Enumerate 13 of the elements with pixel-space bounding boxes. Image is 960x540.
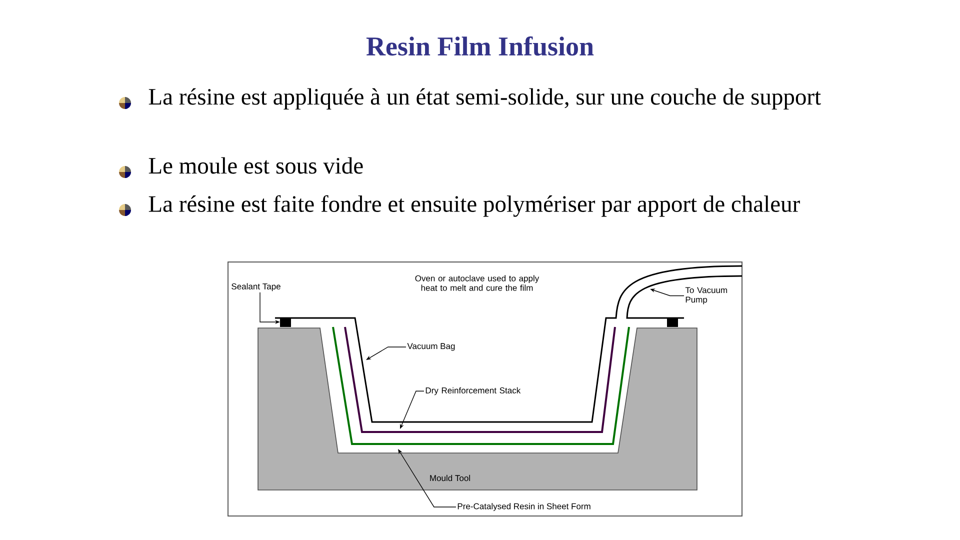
- diagram-label: Oven or autoclave used to apply heat to melt and cure the film: [415, 275, 540, 291]
- callout-label: To Vacuum Pump: [685, 287, 727, 304]
- callout-label: Dry Reinforcement Stack: [426, 387, 521, 396]
- leader-line: [398, 449, 456, 508]
- callout-label: Vacuum Bag: [407, 343, 455, 351]
- title: Resin Film Infusion: [366, 36, 594, 56]
- diagram-label: Mould Tool: [430, 474, 470, 482]
- callout-label: Pre-Catalysed Resin in Sheet Form: [458, 503, 590, 511]
- bullet-text: La résine est appliquée à un état semi-solide, sur une couche de support: [148, 88, 821, 110]
- leader-line: [366, 346, 406, 360]
- callout-label: Sealant Tape: [232, 283, 280, 292]
- bullet-text: Le moule est sous vide: [148, 157, 363, 174]
- bullet-text: La résine est faite fondre et ensuite polymériser par apport de chaleur: [148, 195, 800, 217]
